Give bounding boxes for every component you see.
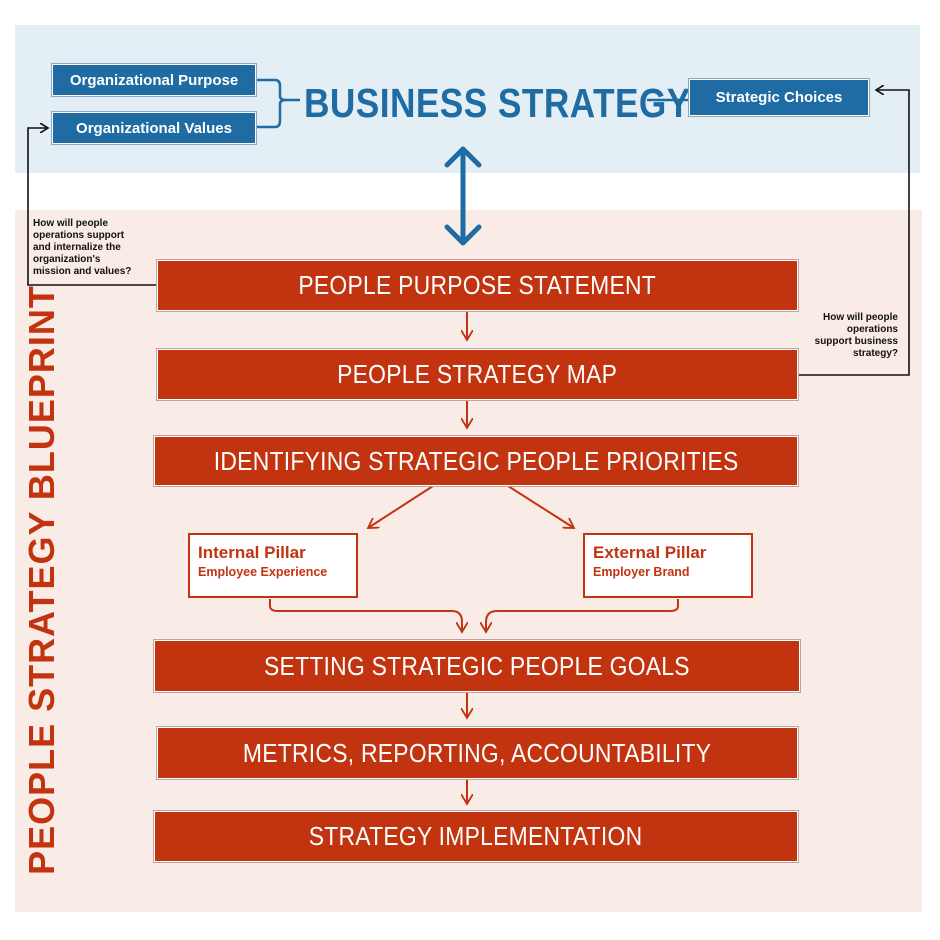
business-strategy-title: BUSINESS STRATEGY: [304, 80, 691, 126]
strategic-choices-label: Strategic Choices: [715, 89, 843, 106]
org-values-label: Organizational Values: [76, 119, 232, 137]
org-purpose-label: Organizational Purpose: [69, 71, 239, 89]
internal-pillar-title: Internal Pillar: [198, 543, 306, 562]
internal-pillar-subtitle: Employee Experience: [198, 565, 328, 579]
step-strategic-priorities: IDENTIFYING STRATEGIC PEOPLE PRIORITIES: [155, 437, 797, 485]
question-left: How will people operations support and i…: [33, 218, 132, 277]
internal-pillar-box: Internal Pillar Employee Experience: [188, 533, 358, 598]
external-pillar-subtitle: Employer Brand: [593, 565, 690, 579]
step-strategic-goals: SETTING STRATEGIC PEOPLE GOALS: [155, 641, 799, 691]
org-bracket: [255, 78, 300, 129]
strategic-choices-box: Strategic Choices: [690, 80, 868, 115]
flow-arrow: [368, 485, 434, 528]
org-values-box: Organizational Values: [53, 113, 255, 143]
flow-arrow: [486, 599, 679, 632]
step-people-strategy-map: PEOPLE STRATEGY MAP: [158, 350, 797, 399]
flow-arrow: [507, 485, 574, 528]
flow-arrow: [269, 599, 462, 632]
double-arrow-icon: [444, 146, 482, 246]
left-feedback-line: [27, 128, 158, 286]
external-pillar-title: External Pillar: [593, 543, 707, 562]
right-feedback-line: [798, 90, 910, 376]
step-metrics: METRICS, REPORTING, ACCOUNTABILITY: [158, 728, 797, 778]
external-pillar-box: External Pillar Employer Brand: [583, 533, 753, 598]
step-implementation: STRATEGY IMPLEMENTATION: [155, 812, 797, 861]
org-purpose-box: Organizational Purpose: [53, 65, 255, 95]
step-people-purpose-statement: PEOPLE PURPOSE STATEMENT: [158, 261, 797, 310]
question-right: How will people operations support busin…: [814, 312, 898, 359]
